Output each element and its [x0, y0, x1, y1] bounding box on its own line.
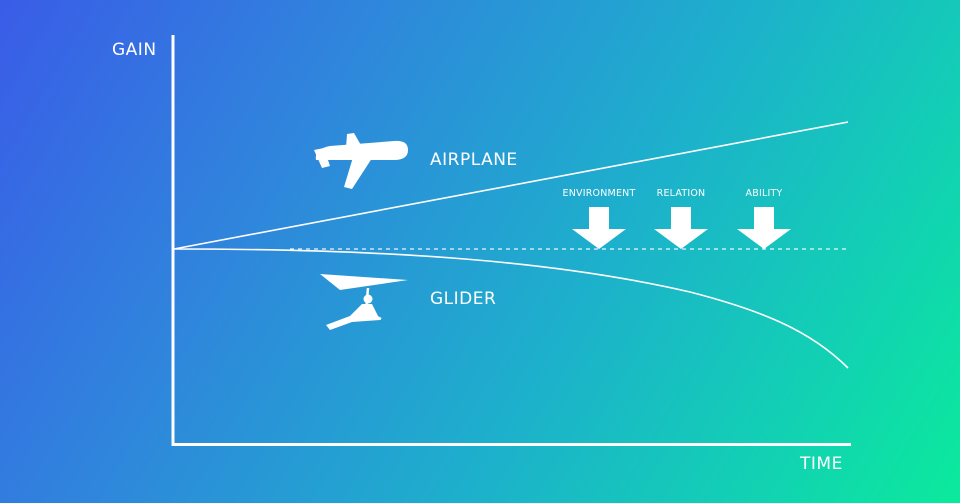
airplane-growth-line	[173, 121, 849, 250]
glider-label: GLIDER	[430, 289, 497, 309]
factor-label-ability: ABILITY	[745, 188, 783, 199]
hang-glider-icon	[320, 274, 408, 330]
x-axis-label: TIME	[800, 454, 843, 474]
ability-down-arrow-icon	[737, 207, 791, 249]
factor-label-relation: RELATION	[656, 188, 706, 199]
relation-down-arrow-icon	[654, 207, 708, 249]
factor-label-environment: ENVIRONMENT	[562, 188, 636, 199]
y-axis-label: GAIN	[112, 40, 157, 60]
airplane-icon	[314, 133, 408, 189]
glider-decline-curve	[173, 248, 849, 369]
environment-down-arrow-icon	[572, 207, 626, 249]
airplane-label: AIRPLANE	[430, 150, 518, 170]
